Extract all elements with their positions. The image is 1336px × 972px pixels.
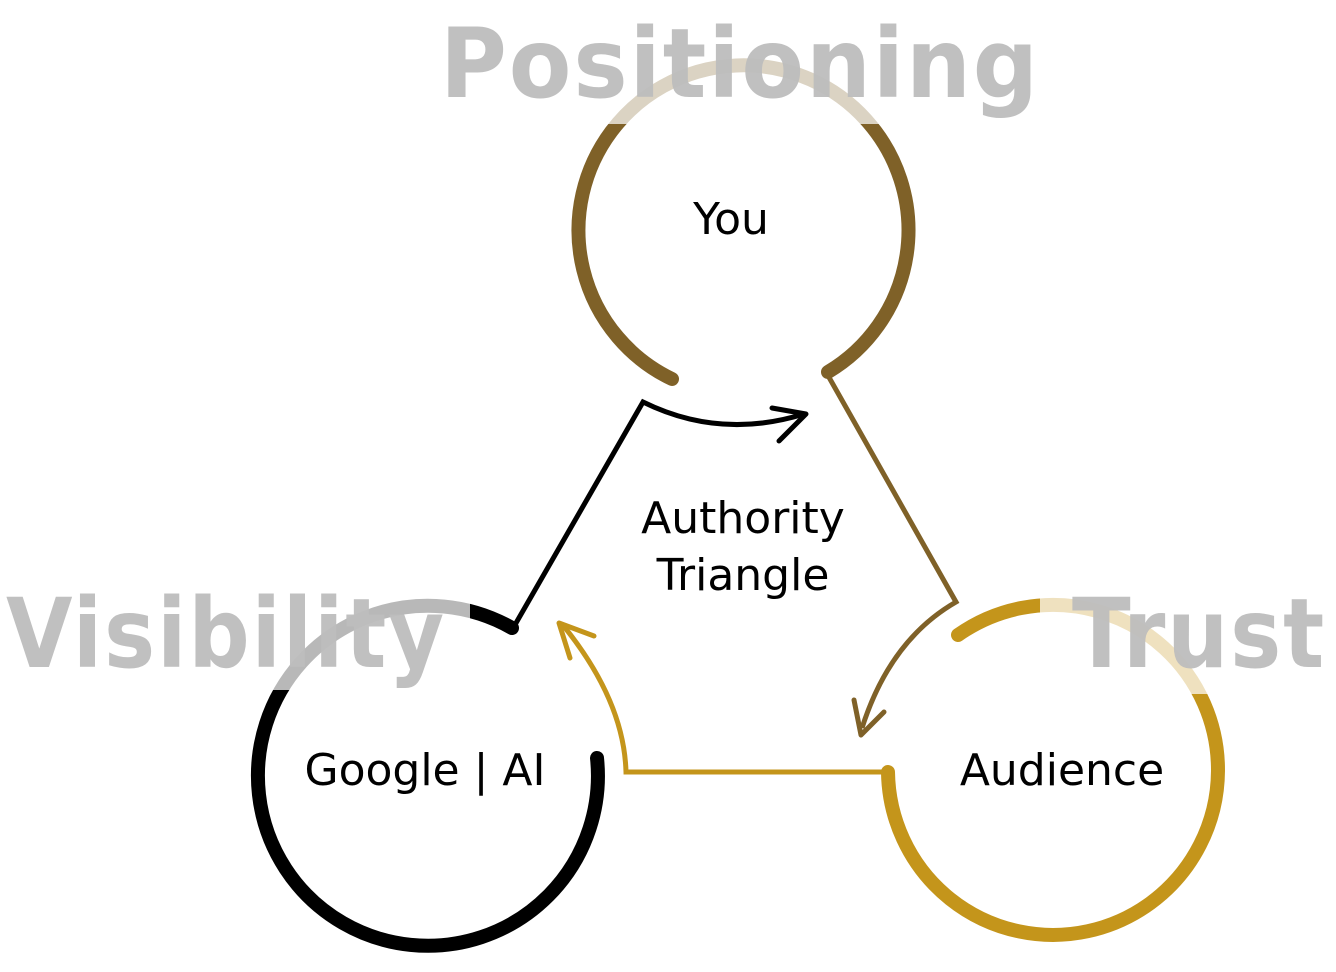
edge-you-to-audience bbox=[823, 370, 960, 738]
center-title-line-1: Authority bbox=[641, 493, 845, 544]
you-to-audience-arrowhead-icon bbox=[851, 697, 887, 738]
audience-to-google-arrowhead-icon bbox=[556, 620, 597, 661]
audience-label: Audience bbox=[960, 745, 1164, 796]
visibility-overlay-band bbox=[0, 590, 470, 690]
you-to-audience-line bbox=[823, 370, 960, 729]
positioning-overlay-band bbox=[440, 0, 1050, 124]
you-label: You bbox=[692, 194, 769, 245]
edge-audience-to-google bbox=[556, 620, 895, 790]
audience-to-google-line bbox=[560, 622, 895, 790]
pillar-positioning: Positioning bbox=[440, 8, 1040, 120]
pillar-trust: Trust bbox=[1072, 578, 1326, 690]
edge-google-to-you bbox=[509, 398, 809, 632]
center-title: Authority Triangle bbox=[641, 493, 845, 601]
trust-overlay-band bbox=[1040, 590, 1336, 694]
center-title-line-2: Triangle bbox=[656, 550, 830, 601]
google-ai-label: Google | AI bbox=[304, 745, 545, 796]
google-to-you-arrowhead-icon bbox=[769, 405, 809, 444]
google-to-you-line bbox=[509, 398, 805, 632]
pillar-visibility: Visibility bbox=[6, 578, 446, 690]
